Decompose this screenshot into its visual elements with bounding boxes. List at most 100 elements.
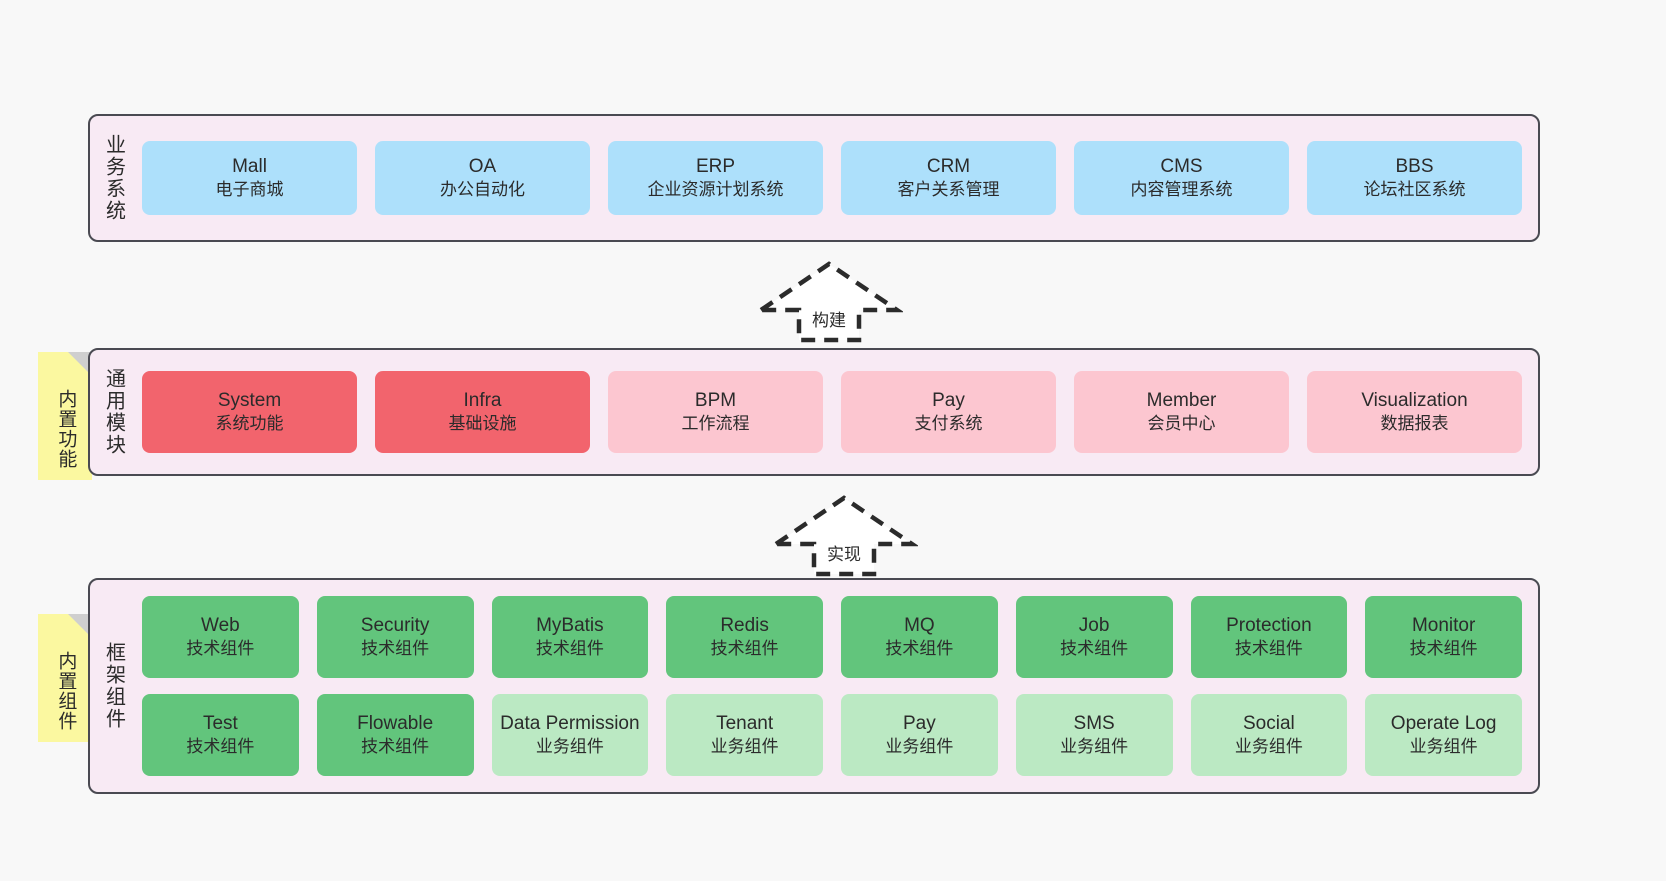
implement-arrow-icon [768, 495, 920, 577]
card-infra[interactable]: Infra 基础设施 [375, 371, 590, 453]
card-subtitle: 业务组件 [710, 737, 779, 757]
card-title: Web [201, 614, 240, 636]
card-title: MyBatis [536, 614, 604, 636]
card-subtitle: 技术组件 [186, 639, 255, 659]
card-row: Test 技术组件 Flowable 技术组件 Data Permission … [142, 694, 1522, 776]
card-social[interactable]: Social 业务组件 [1190, 694, 1348, 776]
card-test[interactable]: Test 技术组件 [142, 694, 299, 776]
card-subtitle: 技术组件 [186, 737, 255, 757]
card-title: Protection [1226, 614, 1312, 636]
layer-body-framework-components: Web 技术组件 Security 技术组件 MyBatis 技术组件 Redi… [136, 580, 1538, 792]
card-title: Member [1146, 389, 1217, 411]
card-title: BPM [694, 389, 737, 411]
card-subtitle: 业务组件 [535, 737, 604, 757]
card-row: Web 技术组件 Security 技术组件 MyBatis 技术组件 Redi… [142, 596, 1522, 678]
card-title: Social [1243, 712, 1295, 734]
layer-title-business-systems: 业务系统 [102, 134, 125, 222]
card-title: Mall [232, 155, 267, 177]
card-subtitle: 基础设施 [448, 414, 517, 434]
layer-title-common-modules: 通用模块 [102, 368, 125, 456]
card-subtitle: 技术组件 [535, 639, 604, 659]
card-monitor[interactable]: Monitor 技术组件 [1365, 596, 1522, 678]
card-mall[interactable]: Mall 电子商城 [142, 141, 357, 215]
note-label: 内置组件 [55, 651, 77, 731]
card-member[interactable]: Member 会员中心 [1074, 371, 1289, 453]
card-title: BBS [1395, 155, 1434, 177]
card-subtitle: 业务组件 [885, 737, 954, 757]
card-pay-module[interactable]: Pay 支付系统 [841, 371, 1056, 453]
connector-implement: 实现 [768, 492, 920, 578]
card-title: CMS [1160, 155, 1203, 177]
card-web[interactable]: Web 技术组件 [142, 596, 299, 678]
card-title: Visualization [1361, 389, 1468, 411]
card-cms[interactable]: CMS 内容管理系统 [1074, 141, 1289, 215]
card-row: System 系统功能 Infra 基础设施 BPM 工作流程 Pay 支付系统… [142, 371, 1522, 453]
card-flowable[interactable]: Flowable 技术组件 [316, 694, 474, 776]
card-title: Operate Log [1390, 712, 1497, 734]
card-title: Pay [932, 389, 965, 411]
card-title: OA [468, 155, 497, 177]
card-subtitle: 电子商城 [215, 180, 284, 200]
card-subtitle: 数据报表 [1380, 414, 1449, 434]
card-title: Security [360, 614, 430, 636]
card-pay-component[interactable]: Pay 业务组件 [841, 694, 998, 776]
card-subtitle: 技术组件 [885, 639, 954, 659]
card-title: CRM [926, 155, 971, 177]
card-visualization[interactable]: Visualization 数据报表 [1307, 371, 1522, 453]
card-mq[interactable]: MQ 技术组件 [841, 596, 998, 678]
card-protection[interactable]: Protection 技术组件 [1190, 596, 1348, 678]
card-subtitle: 企业资源计划系统 [647, 180, 784, 200]
card-title: Redis [720, 614, 769, 636]
card-title: SMS [1073, 712, 1115, 734]
card-security[interactable]: Security 技术组件 [316, 596, 474, 678]
sticky-note-builtin-components: 内置组件 [38, 614, 92, 742]
card-subtitle: 技术组件 [1060, 639, 1129, 659]
card-title: Test [202, 712, 238, 734]
card-tenant[interactable]: Tenant 业务组件 [666, 694, 823, 776]
card-title: Pay [903, 712, 936, 734]
card-subtitle: 客户关系管理 [897, 180, 1000, 200]
layer-common-modules: 通用模块 System 系统功能 Infra 基础设施 BPM 工作流程 Pay… [88, 348, 1540, 476]
card-redis[interactable]: Redis 技术组件 [666, 596, 823, 678]
card-subtitle: 技术组件 [361, 737, 430, 757]
card-data-permission[interactable]: Data Permission 业务组件 [491, 694, 649, 776]
card-mybatis[interactable]: MyBatis 技术组件 [491, 596, 649, 678]
card-row: Mall 电子商城 OA 办公自动化 ERP 企业资源计划系统 CRM 客户关系… [142, 141, 1522, 215]
card-system[interactable]: System 系统功能 [142, 371, 357, 453]
card-subtitle: 技术组件 [710, 639, 779, 659]
card-operate-log[interactable]: Operate Log 业务组件 [1365, 694, 1522, 776]
card-subtitle: 系统功能 [215, 414, 284, 434]
connector-label: 实现 [827, 545, 861, 564]
card-title: ERP [695, 155, 736, 177]
layer-body-business-systems: Mall 电子商城 OA 办公自动化 ERP 企业资源计划系统 CRM 客户关系… [136, 116, 1538, 240]
build-arrow-icon [753, 261, 905, 343]
card-crm[interactable]: CRM 客户关系管理 [841, 141, 1056, 215]
card-subtitle: 技术组件 [361, 639, 430, 659]
card-job[interactable]: Job 技术组件 [1015, 596, 1173, 678]
note-label: 内置功能 [55, 389, 77, 469]
card-subtitle: 论坛社区系统 [1363, 180, 1466, 200]
card-subtitle: 业务组件 [1234, 737, 1303, 757]
layer-body-common-modules: System 系统功能 Infra 基础设施 BPM 工作流程 Pay 支付系统… [136, 350, 1538, 474]
card-bpm[interactable]: BPM 工作流程 [608, 371, 823, 453]
card-subtitle: 支付系统 [914, 414, 983, 434]
card-title: Monitor [1411, 614, 1476, 636]
card-subtitle: 技术组件 [1234, 639, 1303, 659]
sticky-note-builtin-functions: 内置功能 [38, 352, 92, 480]
card-title: Infra [463, 389, 502, 411]
card-title: Data Permission [500, 712, 640, 734]
card-erp[interactable]: ERP 企业资源计划系统 [608, 141, 823, 215]
card-bbs[interactable]: BBS 论坛社区系统 [1307, 141, 1522, 215]
card-subtitle: 内容管理系统 [1130, 180, 1233, 200]
card-subtitle: 工作流程 [681, 414, 750, 434]
card-subtitle: 业务组件 [1060, 737, 1129, 757]
layer-title-framework-components: 框架组件 [102, 642, 125, 730]
card-title: Job [1078, 614, 1110, 636]
card-subtitle: 业务组件 [1409, 737, 1478, 757]
card-oa[interactable]: OA 办公自动化 [375, 141, 590, 215]
card-title: MQ [904, 614, 935, 636]
card-title: Flowable [357, 712, 434, 734]
card-title: Tenant [716, 712, 774, 734]
card-sms[interactable]: SMS 业务组件 [1015, 694, 1173, 776]
